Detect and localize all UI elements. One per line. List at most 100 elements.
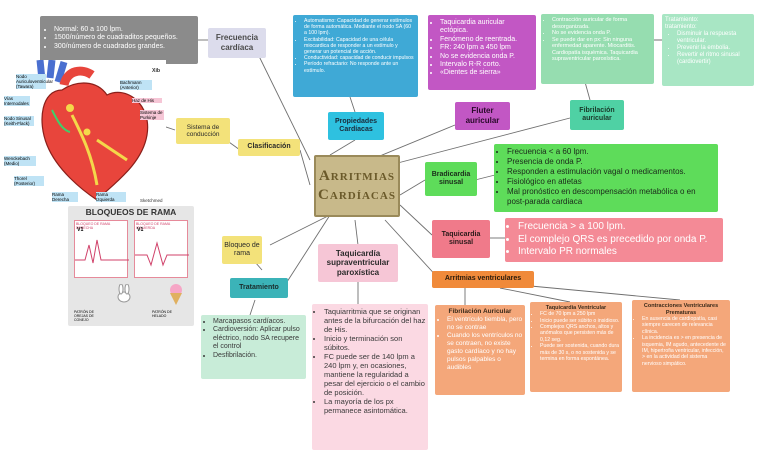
bloqueo-derecha-panel: BLOQUEO DE RAMA DERECHA V1 (74, 220, 129, 278)
tratamiento-fa-list: Disminuir la respuesta ventricular. Prev… (665, 31, 751, 66)
frecuencia-item: 1500/número de cuadraditos pequeños. (54, 34, 198, 42)
vent-cvp-list: En ausencia de cardiopatía, casi siempre… (634, 316, 728, 367)
tratamiento-list: Marcapasos cardíacos. Cardioversión: Apl… (203, 318, 304, 360)
frecuencia-detail-box: Normal: 60 a 100 lpm. 1500/número de cua… (40, 16, 198, 64)
line-to-propiedades (329, 139, 356, 156)
propiedades-detail-box: Automatismo: Capacidad de generar estímu… (293, 15, 418, 97)
propiedades-item: Período refractario: No responde ante un… (304, 61, 415, 73)
frecuencia-list: Normal: 60 a 100 lpm. 1500/número de cua… (40, 16, 198, 51)
nodo-sinusal-label: Nodo Sinusal (Keith-Flack) (4, 116, 34, 126)
fibrilacion-title: Fibrilación auricular (570, 100, 624, 130)
vent-cvp-title: Contracciones Ventriculares Prematuras (643, 303, 719, 316)
tratamiento-fa-item: Revertir el ritmo sinusal (cardiovertir) (677, 52, 751, 66)
bloqueos-illustration: BLOQUEOS DE RAMA BLOQUEO DE RAMA DERECHA… (68, 206, 194, 326)
tratamiento-item: Desfibrilación. (213, 352, 304, 360)
taquicardia-item: El complejo QRS es precedido por onda P. (518, 234, 720, 247)
sistema-title: Sistema de conducción (176, 118, 230, 144)
vent-tv-item: Puede ser sostenida, cuando dura más de … (540, 343, 620, 362)
fluter-item: Taquicardia auricular ectópica. (440, 19, 534, 36)
frecuencia-title: Frecuencia cardíaca (208, 28, 266, 58)
vent-tv-item: Inicio puede ser súbito o insidioso. (540, 318, 620, 324)
vent-fib-list: El ventrículo tiembla, pero no se contra… (437, 316, 523, 372)
fibrilacion-item: Contracción auricular de forma desorgani… (552, 17, 652, 30)
bradicardia-item: Presencia de onda P. (507, 157, 715, 167)
propiedades-list: Automatismo: Capacidad de generar estímu… (296, 18, 415, 74)
fluter-list: Taquicardia auricular ectópica. Fenómeno… (430, 19, 534, 78)
clasificacion-title: Clasificación (238, 139, 300, 156)
taquicardia-item: Frecuencia > a 100 lpm. (518, 221, 720, 234)
ecg-trace-right (75, 239, 129, 264)
center-line2: Cardíacas (318, 187, 396, 203)
brand-label: Xib (152, 68, 161, 74)
tratamiento-detail-box: Marcapasos cardíacos. Cardioversión: Apl… (201, 315, 306, 379)
propiedades-title: Propiedades Cardíacas (328, 112, 384, 140)
vias-label: Vías Internodales (4, 96, 30, 106)
bradicardia-detail-box: Frecuencia < a 60 lpm. Presencia de onda… (494, 144, 718, 212)
rama-izq-label: Rama Izquierda (96, 192, 126, 202)
vent-fib-box: Fibrilación Auricular El ventrículo tiem… (435, 305, 525, 395)
taquicardia-item: Intervalo PR normales (518, 246, 720, 259)
tsvp-detail-box: Taquiarritmia que se originan antes de l… (312, 304, 428, 450)
rama-der-label: Rama Derecha (52, 192, 78, 202)
ecg-trace-left (135, 241, 189, 267)
frecuencia-item: Normal: 60 a 100 lpm. (54, 26, 198, 34)
ventriculares-title: Arritmias ventriculares (432, 271, 534, 288)
fluter-item: Intervalo R-R corto. (440, 61, 534, 69)
tsvp-item: FC puede ser de 140 lpm a 240 lpm y, en … (324, 352, 426, 397)
propiedades-item: Automatismo: Capacidad de generar estímu… (304, 18, 415, 37)
line-brad-detail (474, 174, 496, 181)
caption-right: PATRÓN DE HELADO (152, 310, 172, 318)
tratamiento-fa-item: Prevenir la embolia. (677, 45, 751, 52)
ice-cream-icon (170, 284, 182, 305)
tratamiento-fa-sub: tratamiento: (665, 24, 697, 30)
fibrilacion-list: Contracción auricular de forma desorgani… (543, 17, 652, 63)
tsvp-title: Taquicardía supraventricular paroxística (318, 244, 398, 282)
line-to-fluter (369, 124, 456, 161)
fluter-item: No se evidencia onda P. (440, 53, 534, 61)
line-props-detail (349, 96, 356, 113)
line-to-taquicardia (399, 204, 433, 236)
line-to-frecuencia (254, 47, 311, 161)
line-vent-cvp (519, 284, 681, 301)
bradicardia-title: Bradicardia sinusal (425, 162, 477, 196)
propiedades-item: Conductividad: capacidad de conducir imp… (304, 55, 415, 61)
vent-fib-item: Cuando los ventrículos no se contraen, n… (447, 332, 523, 372)
fluter-title: Fluter auricular (455, 102, 510, 130)
tsvp-item: Taquiarritmia que se originan antes de l… (324, 307, 426, 334)
fibrilacion-item: No se evidencia onda P. (552, 30, 652, 37)
lead-label: V1 (137, 227, 144, 233)
tratamiento-item: Marcapasos cardíacos. (213, 318, 304, 326)
heart-illustration: Xib Nodo Auriculoventricular (Tawara) Ví… (2, 59, 166, 206)
tratamiento-fa-box: Tratamiento: tratamiento: Disminuir la r… (662, 14, 754, 86)
fluter-item: Fenómeno de reentrada. (440, 36, 534, 44)
bradicardia-item: Fisiológico en atletas (507, 177, 715, 187)
line-tto-detail (249, 299, 256, 316)
taquicardia-detail-box: Frecuencia > a 100 lpm. El complejo QRS … (505, 218, 723, 262)
fibrilacion-detail-box: Contracción auricular de forma desorgani… (541, 14, 654, 84)
vent-cvp-box: Contracciones Ventriculares Prematuras E… (632, 300, 730, 392)
tsvp-list: Taquiarritmia que se originan antes de l… (314, 307, 426, 415)
line-to-tsvp (354, 219, 359, 246)
tsvp-item: La mayoría de los px permanece asintomát… (324, 397, 426, 415)
lead-label: V1 (77, 227, 84, 233)
sketchmed-label: Sketchmed (140, 198, 163, 203)
vent-tv-box: Taquicardia Ventricular FC de 70 lpm a 2… (530, 302, 622, 392)
vent-tv-title: Taquicardia Ventricular (545, 305, 607, 311)
line-to-fibrilacion (389, 117, 571, 166)
line-to-bloqueo (269, 214, 331, 246)
fibrilacion-item: Se puede dar en px: Sin ninguna enfermed… (552, 37, 652, 63)
bloqueos-title: BLOQUEOS DE RAMA (85, 207, 177, 217)
vent-tv-item: Complejos QRS anchos, altos y anómalos q… (540, 324, 620, 343)
tratamiento-fa-item: Disminuir la respuesta ventricular. (677, 31, 751, 45)
bloqueo-derecha-label: BLOQUEO DE RAMA DERECHA (76, 222, 111, 230)
haz-label: Haz de His (132, 98, 162, 103)
vent-cvp-item: En ausencia de cardiopatía, casi siempre… (642, 316, 728, 335)
tratamiento-item: Cardioversión: Aplicar pulso eléctrico, … (213, 326, 304, 351)
taquicardia-list: Frecuencia > a 100 lpm. El complejo QRS … (508, 221, 720, 259)
bloqueo-izquierda-panel: BLOQUEO DE RAMA IZQUIERDA V1 (134, 220, 189, 278)
tsvp-item: Inicio y terminación son súbitos. (324, 334, 426, 352)
heart-icon (36, 59, 149, 201)
vent-fib-item: El ventrículo tiembla, pero no se contra… (447, 316, 523, 332)
fluter-item: FR: 240 lpm a 450 lpm (440, 44, 534, 52)
vent-fib-title: Fibrilación Auricular (448, 308, 512, 315)
